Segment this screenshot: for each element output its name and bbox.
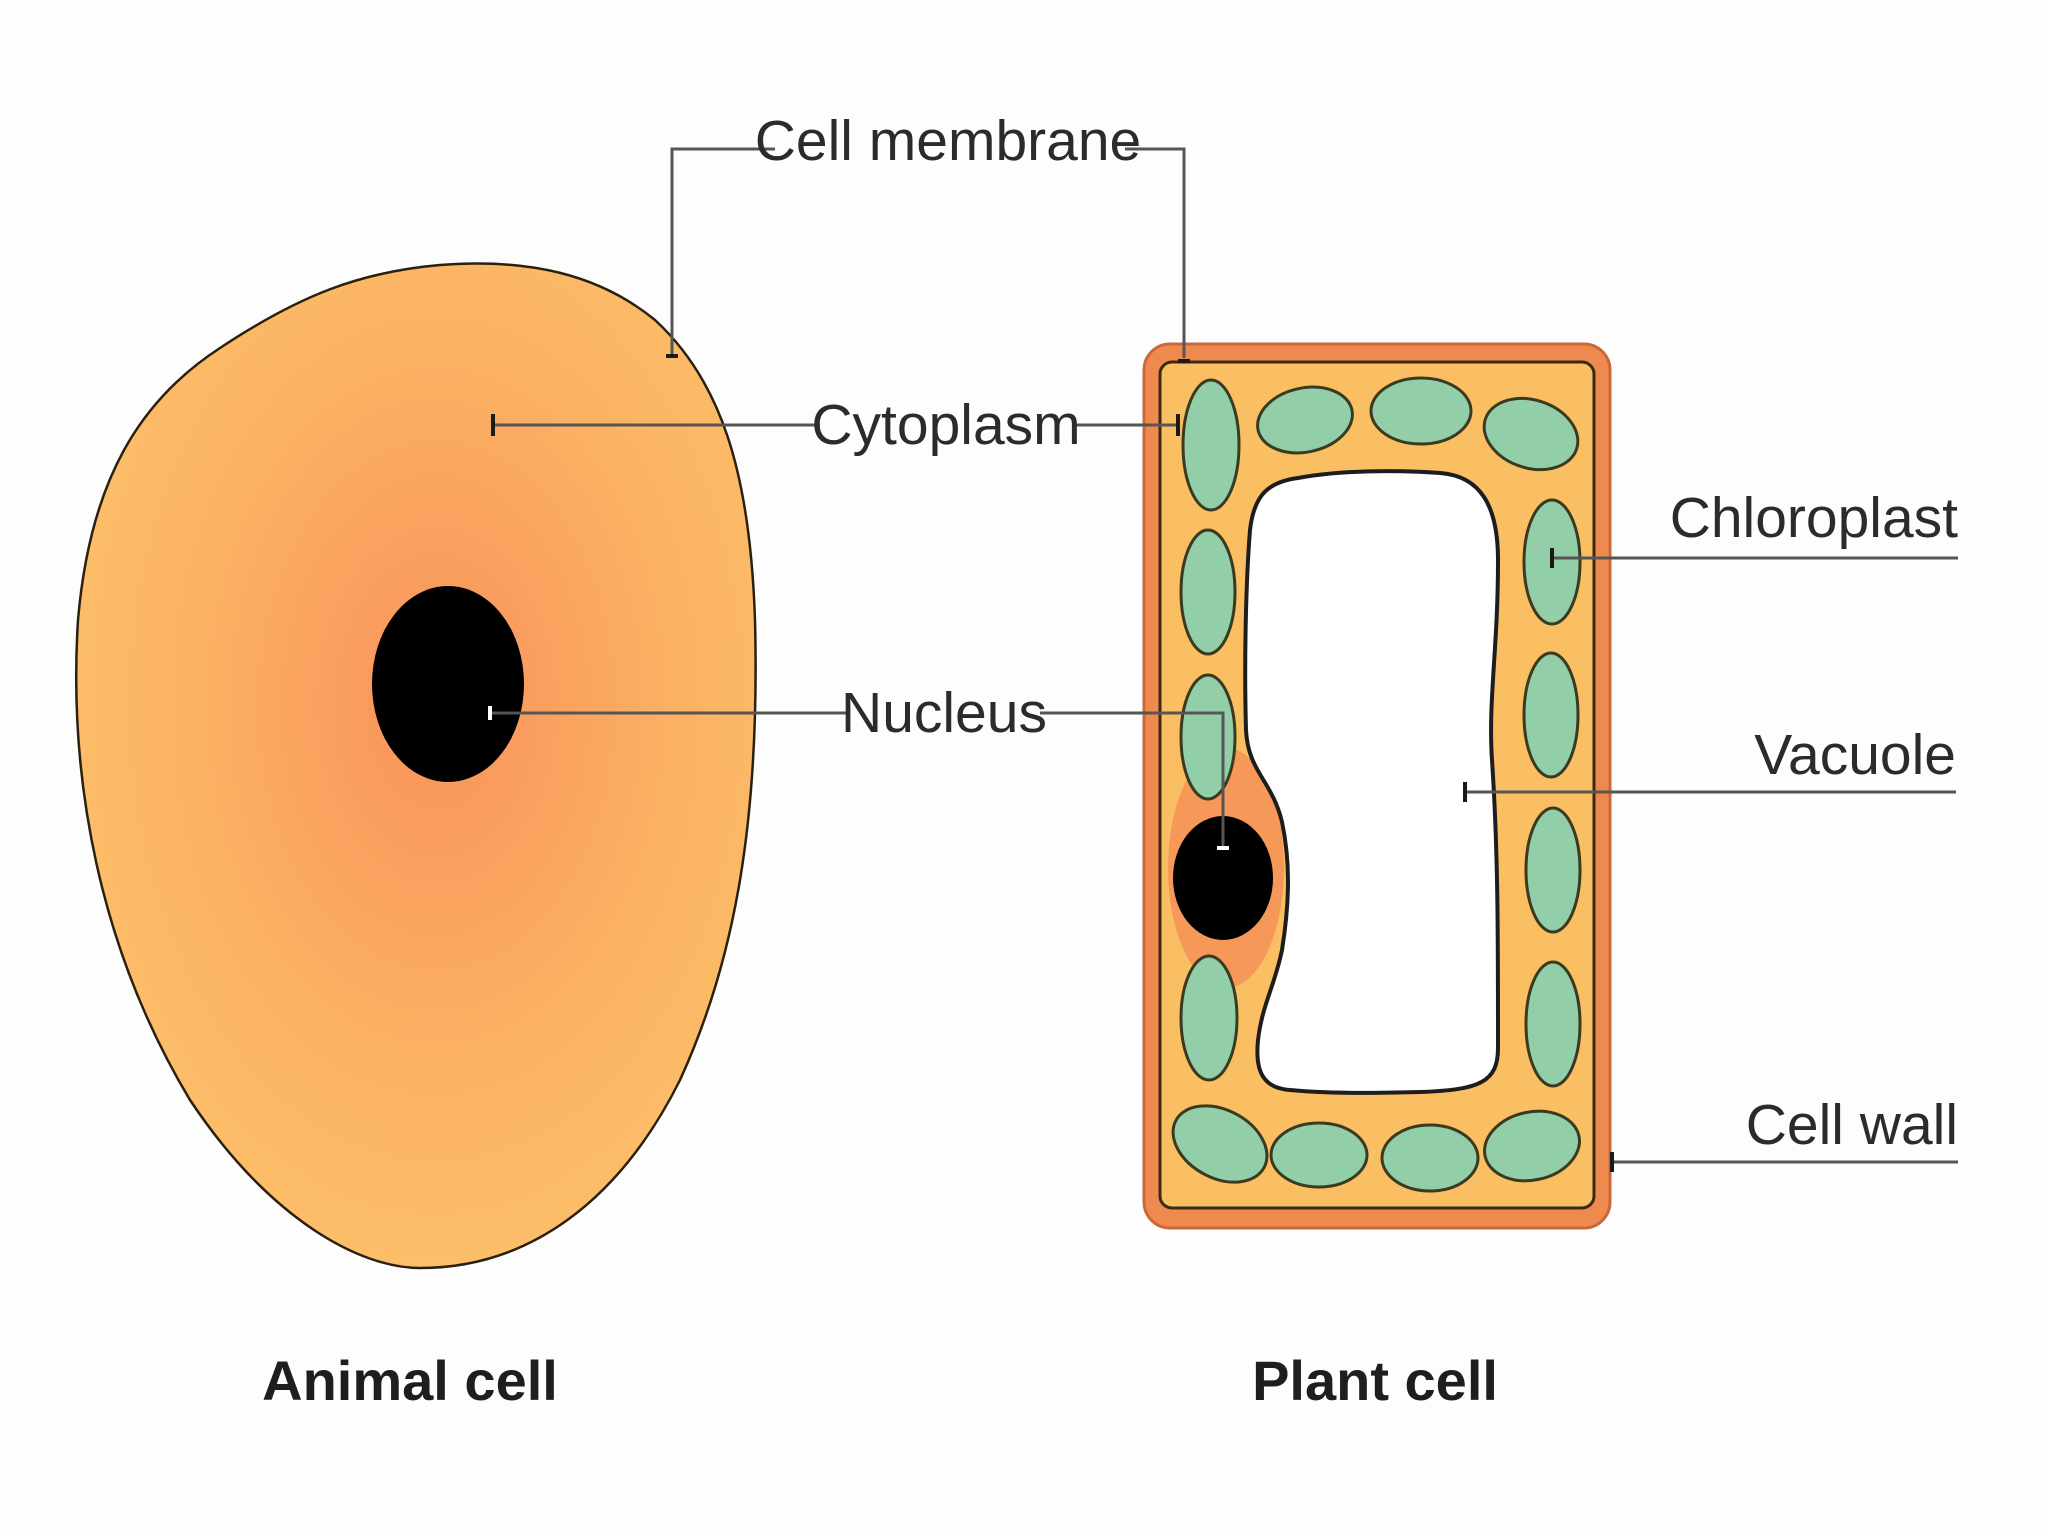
labels: Cell membrane Cytoplasm Nucleus Chloropl… <box>755 109 1958 1157</box>
plant-nucleus <box>1173 816 1273 940</box>
chloroplast <box>1179 528 1237 656</box>
plant-vacuole <box>1243 469 1501 1095</box>
label-cytoplasm: Cytoplasm <box>811 393 1080 457</box>
animal-cell <box>75 262 757 1270</box>
leader-nucleus-plant <box>1040 711 1225 848</box>
animal-nucleus <box>372 586 524 782</box>
label-nucleus: Nucleus <box>841 681 1047 745</box>
leader-cell-membrane-plant <box>1125 147 1186 358</box>
caption-plant-cell: Plant cell <box>1252 1349 1498 1412</box>
chloroplast <box>1380 1123 1480 1193</box>
label-cell-wall: Cell wall <box>1746 1093 1958 1157</box>
chloroplast <box>1522 651 1580 779</box>
chloroplast <box>1179 673 1237 801</box>
chloroplast <box>1269 1121 1369 1189</box>
leader-cell-membrane <box>670 147 775 356</box>
chloroplast <box>1369 376 1473 446</box>
chloroplast <box>1179 954 1239 1082</box>
chloroplast <box>1524 960 1582 1088</box>
chloroplast <box>1524 806 1582 934</box>
caption-animal-cell: Animal cell <box>262 1349 558 1412</box>
chloroplast <box>1256 385 1354 455</box>
label-vacuole: Vacuole <box>1754 723 1956 787</box>
chloroplast <box>1483 1109 1581 1183</box>
chloroplast <box>1181 378 1241 512</box>
leader-lines <box>488 147 1958 1172</box>
plant-cell <box>1142 342 1612 1230</box>
label-chloroplast: Chloroplast <box>1670 486 1958 550</box>
chloroplast <box>1482 396 1580 472</box>
chloroplasts <box>1171 376 1582 1193</box>
chloroplast <box>1171 1104 1269 1184</box>
label-cell-membrane: Cell membrane <box>755 109 1141 173</box>
